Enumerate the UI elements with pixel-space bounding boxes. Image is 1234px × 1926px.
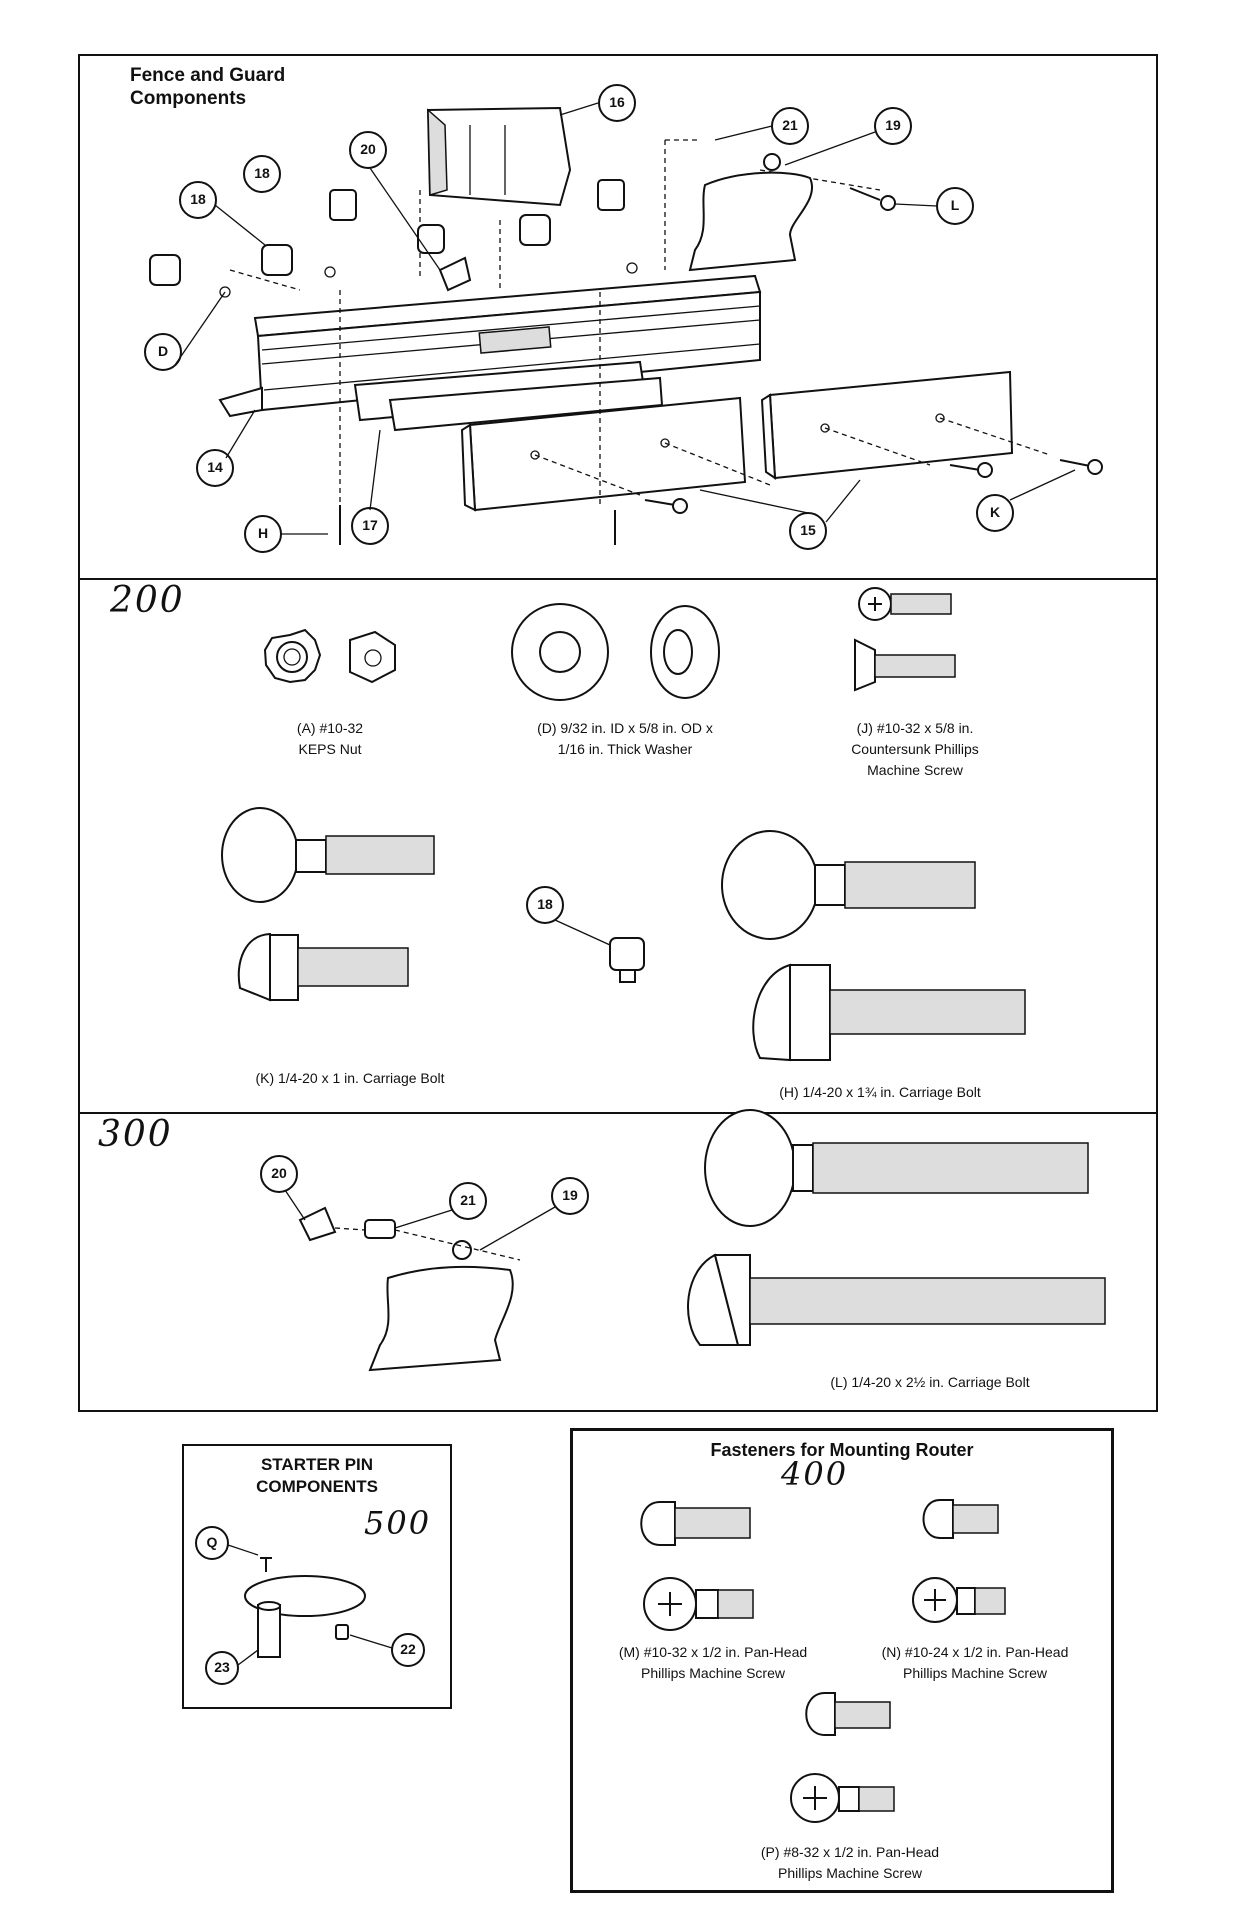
fence-guard-panel: Fence and Guard Components — [78, 54, 1158, 582]
label-washer: (D) 9/32 in. ID x 5/8 in. OD x 1/16 in. … — [537, 720, 713, 757]
callout-20: 20 — [360, 141, 376, 157]
panel-500-title: STARTER PIN COMPONENTS — [256, 1455, 378, 1496]
callout-19: 19 — [885, 117, 901, 133]
fence-board-right — [760, 370, 1014, 480]
pan-head-screw-n-drawing — [912, 1499, 1006, 1623]
carriage-bolt-l-drawing — [687, 1109, 1106, 1346]
callout-21: 21 — [782, 117, 798, 133]
countersunk-screw-drawing — [854, 587, 956, 692]
callout-H: H — [257, 525, 269, 541]
label-carriage-bolt-h: (H) 1/4-20 x 1¾ in. Carriage Bolt — [779, 1084, 981, 1100]
panel-400: Fasteners for Mounting Router 400 — [570, 1428, 1114, 1893]
label-pan-head-screw-m: (M) #10-32 x 1/2 in. Pan-Head Phillips M… — [618, 1644, 808, 1681]
panel-300-number: 300 — [98, 1114, 173, 1155]
panel-500-number: 500 — [364, 1504, 432, 1542]
panel-300: 300 — [78, 1112, 1158, 1412]
panel-200-number: 200 — [110, 580, 185, 621]
callout-18-p200: 18 — [537, 896, 553, 912]
fence-face-17 — [353, 360, 664, 432]
washer-drawing — [511, 603, 720, 701]
knob-18-drawing — [526, 886, 645, 983]
label-pan-head-screw-p: (P) #8-32 x 1/2 in. Pan-Head Phillips Ma… — [760, 1844, 940, 1881]
starter-pin-drawing — [195, 1526, 425, 1685]
callout-20-p300: 20 — [271, 1165, 287, 1181]
callout-19-p300: 19 — [562, 1187, 578, 1203]
callout-Q: Q — [206, 1534, 218, 1550]
loose-screws — [339, 187, 1103, 545]
guard-holder-assembly-drawing — [260, 1155, 589, 1372]
carriage-bolt-h-drawing — [721, 830, 1026, 1062]
keps-nut-drawing — [263, 628, 396, 684]
callout-L: L — [950, 197, 960, 213]
callout-18-left: 18 — [190, 191, 206, 207]
callout-K: K — [989, 504, 1001, 520]
label-carriage-bolt-k: (K) 1/4-20 x 1 in. Carriage Bolt — [255, 1070, 445, 1086]
callout-14: 14 — [207, 459, 223, 475]
callout-23: 23 — [214, 1659, 230, 1675]
callout-D: D — [157, 343, 169, 359]
pan-head-screw-p-drawing — [790, 1692, 895, 1823]
label-keps-nut: (A) #10-32 KEPS Nut — [296, 720, 364, 757]
panel-500: STARTER PIN COMPONENTS 500 — [182, 1444, 452, 1709]
callout-21-p300: 21 — [460, 1192, 476, 1208]
guard-holder-19 — [688, 153, 813, 272]
callout-18-top: 18 — [254, 165, 270, 181]
label-pan-head-screw-n: (N) #10-24 x 1/2 in. Pan-Head Phillips M… — [881, 1644, 1069, 1681]
callout-16: 16 — [609, 94, 625, 110]
fence-callouts — [144, 84, 1076, 553]
callout-15: 15 — [800, 522, 816, 538]
panel-400-title: Fasteners for Mounting Router — [710, 1440, 974, 1460]
fence-guard-title: Fence and Guard Components — [130, 65, 286, 109]
label-carriage-bolt-l: (L) 1/4-20 x 2½ in. Carriage Bolt — [830, 1374, 1030, 1390]
fence-board-left — [460, 396, 747, 512]
carriage-bolt-k-drawing — [221, 807, 435, 1002]
pan-head-screw-m-drawing — [640, 1501, 754, 1631]
bit-guard-16 — [426, 106, 572, 207]
callout-17: 17 — [362, 517, 378, 533]
label-countersunk-screw: (J) #10-32 x 5/8 in. Countersunk Phillip… — [851, 720, 979, 778]
callout-22: 22 — [400, 1641, 416, 1657]
fence-rail — [218, 274, 762, 418]
panel-400-number: 400 — [781, 1455, 849, 1493]
